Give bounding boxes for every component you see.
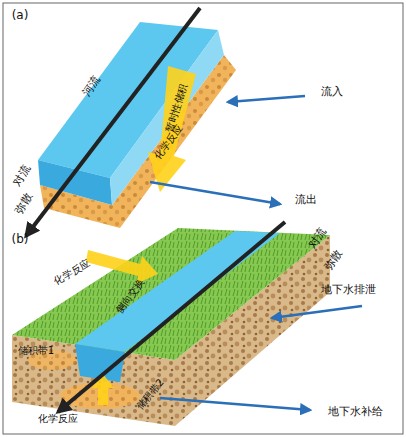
- figure-label: 化学反应: [38, 413, 78, 424]
- figure-label: 侧向交换: [114, 276, 146, 315]
- panel-label: (a): [12, 9, 29, 22]
- figure-label: 储积带1: [18, 345, 54, 356]
- figure-label: 化学反应: [52, 257, 92, 287]
- figure-label: 地下水补给: [328, 406, 383, 418]
- figure-label: 地下水排泄: [321, 284, 376, 296]
- figure-label: 对流: [11, 163, 32, 188]
- figure-label: 流入: [321, 86, 343, 98]
- figure-label: 对流: [307, 226, 330, 251]
- figure-label: 流出: [295, 194, 317, 206]
- figure-label: 河流: [81, 74, 104, 99]
- figure-label: 储积带2: [134, 377, 166, 412]
- figure-label: 弥散: [323, 248, 346, 273]
- panel-label: (b): [12, 233, 29, 246]
- figure-label: 弥散: [13, 191, 34, 216]
